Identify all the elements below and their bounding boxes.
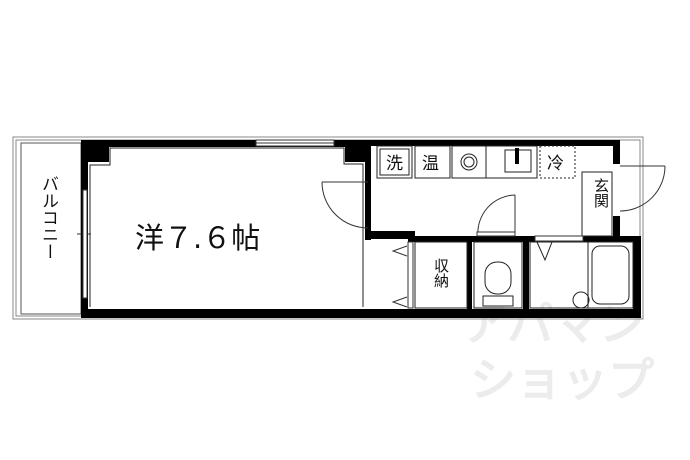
fridge-box bbox=[539, 145, 576, 179]
balcony-door bbox=[82, 189, 88, 299]
water-heater-label: 温 bbox=[422, 154, 439, 174]
room-outline bbox=[89, 147, 364, 307]
watermark-line-1: アパマン bbox=[462, 297, 645, 351]
western-room-label: 洋７.６帖 bbox=[135, 221, 260, 255]
heater-box bbox=[414, 145, 451, 179]
bath-door-opening bbox=[534, 235, 584, 242]
basin-icon bbox=[572, 291, 590, 309]
entrance-door[interactable] bbox=[619, 165, 666, 212]
bathtub-icon bbox=[591, 245, 630, 305]
washer-label: 洗 bbox=[386, 154, 403, 174]
kitchen-counter bbox=[376, 145, 576, 179]
refrigerator-label: 冷 bbox=[547, 154, 564, 174]
entrance-area bbox=[581, 171, 613, 237]
entrance-label: 玄関 bbox=[592, 178, 610, 209]
toilet-door[interactable] bbox=[476, 194, 516, 237]
toilet-icon bbox=[482, 261, 514, 307]
toilet-room bbox=[473, 241, 523, 309]
outer-frame bbox=[12, 136, 644, 320]
storage-label: 収納 bbox=[432, 258, 450, 289]
bath-door[interactable] bbox=[536, 241, 553, 262]
washer-box bbox=[376, 145, 413, 179]
balcony-label: バルコニー bbox=[38, 175, 58, 260]
storage-area bbox=[414, 241, 468, 309]
stove-sink-box bbox=[451, 145, 538, 179]
watermark: アパマン ショップ bbox=[462, 297, 654, 407]
stove-icon bbox=[460, 153, 478, 171]
storage-doors[interactable] bbox=[391, 241, 414, 309]
room-door[interactable] bbox=[321, 181, 369, 229]
faucet-icon bbox=[515, 148, 519, 164]
watermark-line-2: ショップ bbox=[470, 353, 654, 407]
